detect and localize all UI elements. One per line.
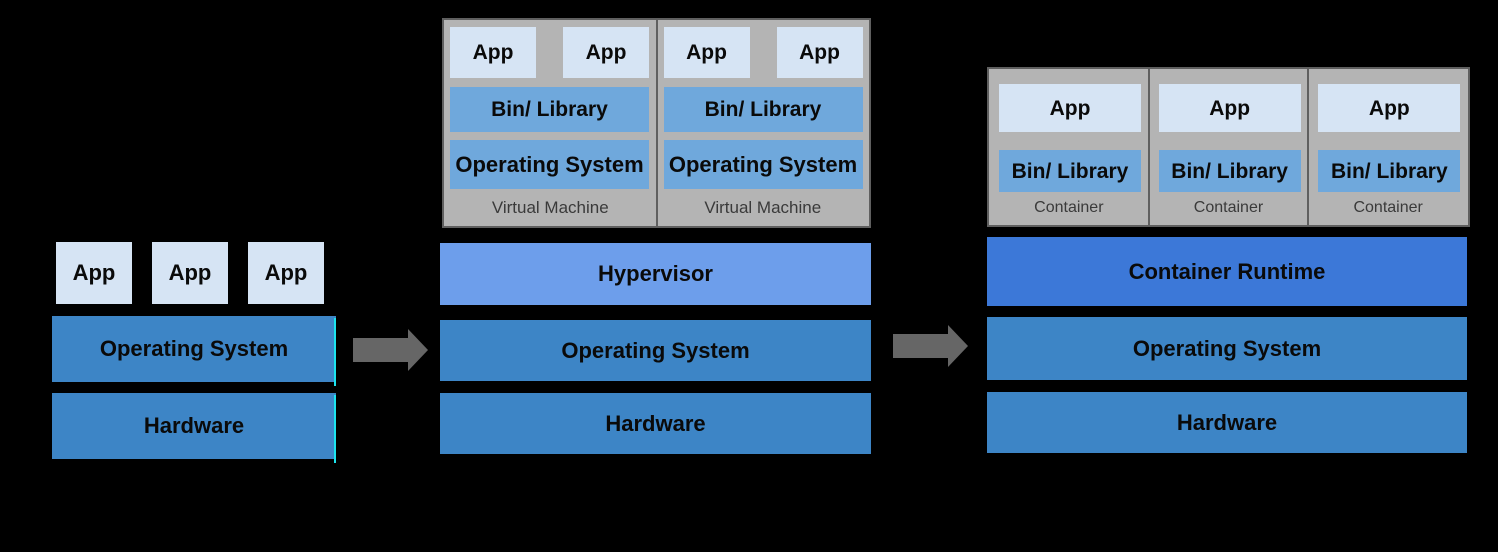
container-bin-library-box: Bin/ Library [1158,150,1301,192]
virtual-machine-box: App App Bin/ Library Operating System Vi… [444,20,657,226]
arrow-shaft [893,334,948,358]
vm-app-box: App [450,27,536,78]
arrow-head [408,329,428,371]
virtual-machine-label: Virtual Machine [704,198,822,217]
traditional-os-bar: Operating System [52,316,336,386]
container-app-box: App [999,84,1141,132]
virtual-machine-label: Virtual Machine [491,198,609,217]
traditional-app-box: App [56,242,132,304]
vm-bin-library-box: Bin/ Library [450,87,649,132]
traditional-app-box: App [152,242,228,304]
traditional-hardware-bar: Hardware [52,393,336,463]
vm-divider [655,20,658,226]
right-arrow-icon [893,325,968,367]
traditional-hardware-label: Hardware [143,413,245,438]
right-arrow-icon [353,329,428,371]
traditional-app-box: App [248,242,324,304]
hypervisor-bar: Hypervisor [440,243,871,305]
container-label: Container [1353,199,1423,216]
vm-app-box: App [563,27,649,78]
container-divider [1307,69,1310,225]
container-label: Container [1193,199,1264,216]
containerized-os-bar: Operating System [987,317,1467,380]
container-app-box: App [1158,84,1301,132]
cyan-seam-artifact [334,318,336,386]
arrow-head [948,325,968,367]
container-runtime-bar: Container Runtime [987,237,1467,306]
container-divider [1147,69,1150,225]
virtual-machines-group: App App Bin/ Library Operating System Vi… [442,18,871,228]
container-bin-library-box: Bin/ Library [1318,150,1461,192]
container-box: App Bin/ Library Container [1308,69,1468,225]
vm-app-box: App [663,27,750,78]
container-box: App Bin/ Library Container [989,69,1149,225]
vm-bin-library-box: Bin/ Library [663,87,863,132]
virtualized-os-bar: Operating System [440,320,871,381]
container-label: Container [1034,199,1104,216]
containerized-hardware-bar: Hardware [987,392,1467,453]
vm-os-box: Operating System [663,140,863,189]
container-app-box: App [1318,84,1461,132]
containers-group: App Bin/ Library Container App Bin/ Libr… [987,67,1470,227]
virtual-machine-box: App App Bin/ Library Operating System Vi… [657,20,870,226]
cyan-seam-artifact [334,395,336,463]
container-box: App Bin/ Library Container [1149,69,1309,225]
container-bin-library-box: Bin/ Library [999,150,1141,192]
vm-app-box: App [776,27,863,78]
traditional-os-label: Operating System [99,336,289,361]
virtualized-hardware-bar: Hardware [440,393,871,454]
arrow-shaft [353,338,408,362]
vm-os-box: Operating System [450,140,649,189]
